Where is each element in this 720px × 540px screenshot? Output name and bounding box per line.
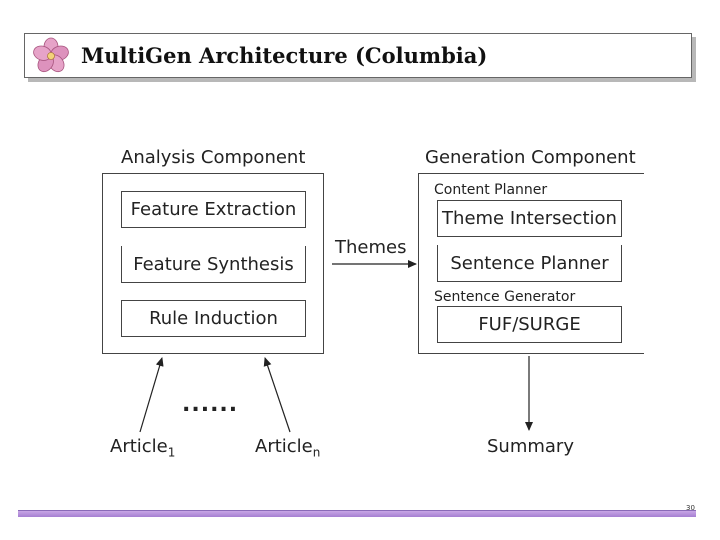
themes-label: Themes <box>335 237 407 258</box>
article-first-label: Article1 <box>110 436 175 460</box>
module-theme-intersection: Theme Intersection <box>437 200 622 237</box>
article-last-subscript: n <box>312 445 321 460</box>
content-planner-label: Content Planner <box>434 182 548 198</box>
sentence-generator-label: Sentence Generator <box>434 289 576 305</box>
analysis-component-box <box>102 173 324 354</box>
module-sentence-planner: Sentence Planner <box>437 245 622 282</box>
article-first-arrow <box>139 357 164 433</box>
analysis-component-title: Analysis Component <box>121 147 306 168</box>
module-fuf-surge: FUF/SURGE <box>437 306 622 343</box>
page-number: 30 <box>686 504 695 512</box>
slide-title-box: MultiGen Architecture (Columbia) <box>24 33 692 78</box>
ellipsis-label: ...... <box>182 392 239 417</box>
module-feature-extraction: Feature Extraction <box>121 191 306 228</box>
generation-component-title: Generation Component <box>425 147 636 168</box>
article-first-text: Article <box>110 436 168 457</box>
module-feature-synthesis: Feature Synthesis <box>121 246 306 283</box>
summary-label: Summary <box>487 436 574 457</box>
article-last-label: Articlen <box>255 436 320 460</box>
article-last-arrow <box>263 357 291 433</box>
module-rule-induction: Rule Induction <box>121 300 306 337</box>
slide-title: MultiGen Architecture (Columbia) <box>81 43 488 68</box>
footer-bar <box>18 510 696 517</box>
flower-logo-icon <box>33 37 69 73</box>
generation-component-box <box>418 173 644 354</box>
article-last-text: Article <box>255 436 313 457</box>
article-first-subscript: 1 <box>167 445 176 460</box>
